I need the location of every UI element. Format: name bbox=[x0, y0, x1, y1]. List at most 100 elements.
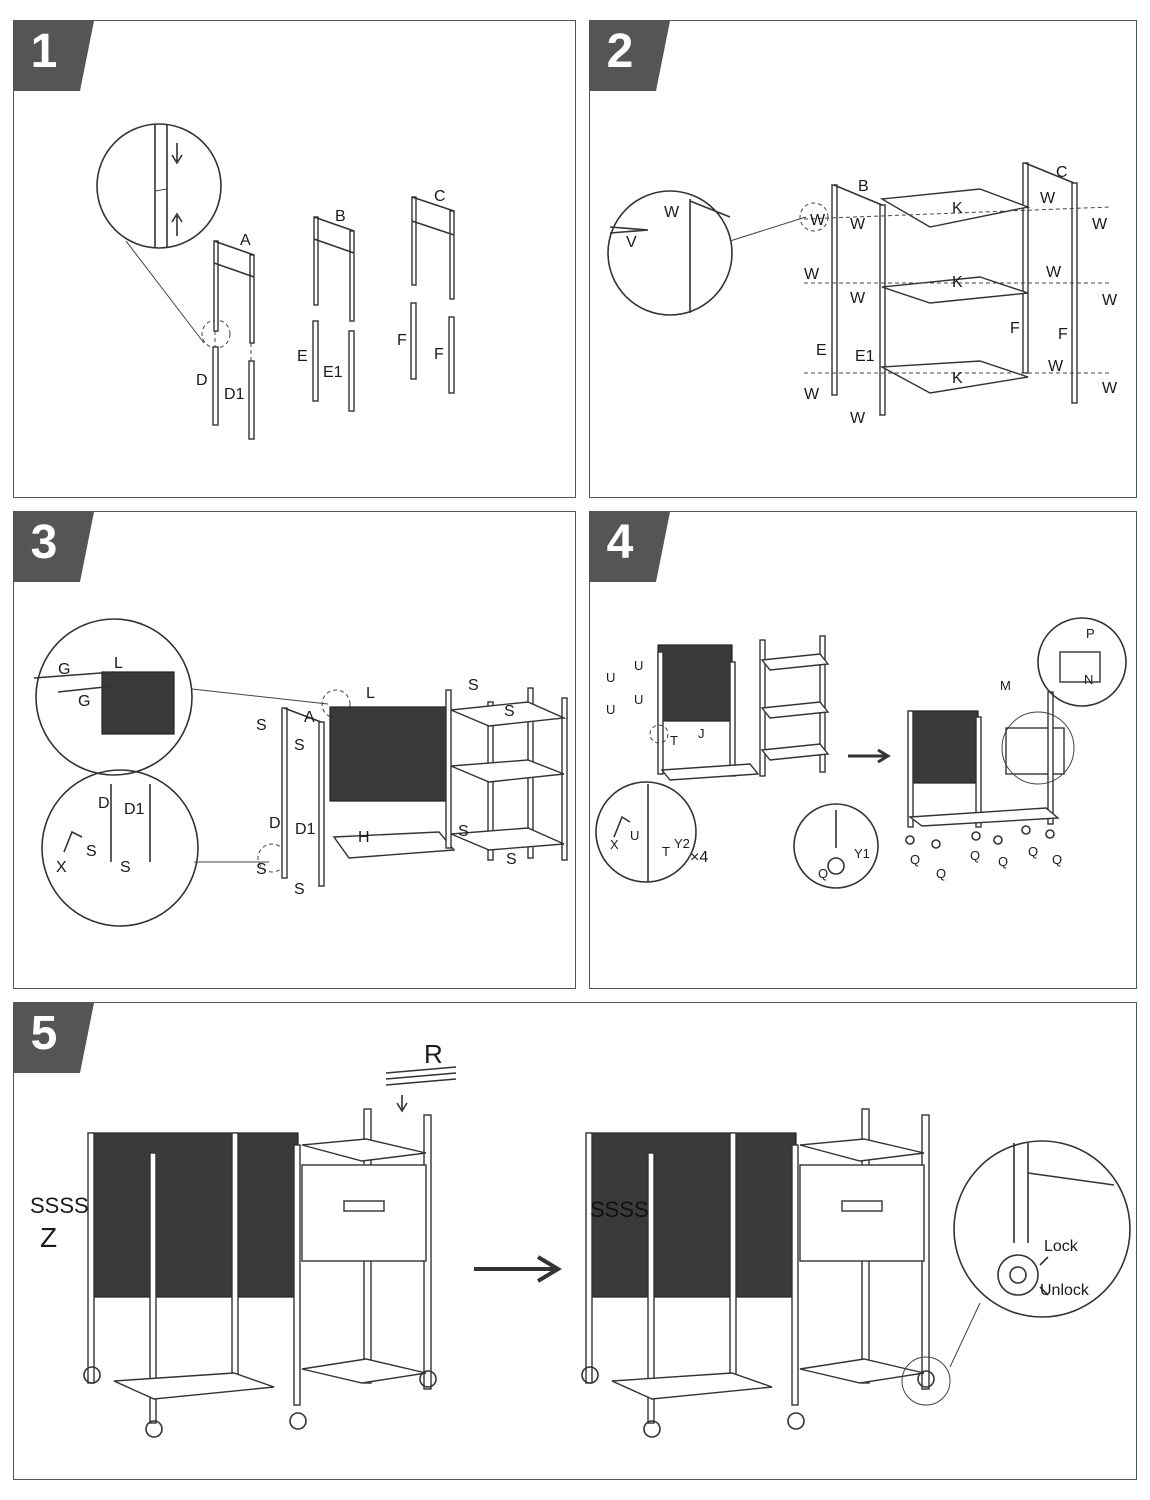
hamper-before bbox=[83, 1108, 437, 1438]
label-j: J bbox=[698, 726, 705, 741]
mesh-basket bbox=[91, 1132, 299, 1298]
label-w: W bbox=[1046, 264, 1062, 281]
step-number: 4 bbox=[606, 516, 634, 569]
drawer-handle bbox=[343, 1200, 385, 1212]
bottom-rack bbox=[332, 831, 456, 859]
step-4-panel: U U U U U T J X T Y2 ×4 M P N Y1 Q Q Q Q… bbox=[589, 511, 1137, 989]
label-x: X bbox=[56, 859, 67, 876]
label-q-zoom: Q bbox=[818, 866, 828, 881]
label-c: C bbox=[434, 188, 446, 205]
label-unlock: Unlock bbox=[1040, 1282, 1090, 1299]
step-3-illustration: G G L L A S S S S S S S S S S D D1 D D1 … bbox=[14, 512, 568, 927]
zoom-caster-circle bbox=[793, 803, 879, 889]
label-w: W bbox=[804, 266, 820, 283]
label-q: Q bbox=[936, 866, 946, 881]
label-s: S bbox=[256, 861, 267, 878]
bottom-rack bbox=[113, 1372, 275, 1400]
label-ssss-installed: SSSS bbox=[590, 1197, 649, 1222]
label-u: U bbox=[634, 658, 643, 673]
mesh-basket-icon bbox=[101, 671, 175, 735]
step-2-illustration: B C K K K W V W W W W W W W W W W W W E … bbox=[590, 21, 1118, 427]
casters bbox=[905, 825, 1055, 849]
zoom-screw-circle bbox=[595, 781, 697, 883]
label-w: W bbox=[804, 386, 820, 403]
label-m: M bbox=[1000, 678, 1011, 693]
label-quantity: ×4 bbox=[690, 849, 708, 866]
label-u-zoom: U bbox=[630, 828, 639, 843]
screwdriver-icon bbox=[609, 226, 649, 234]
label-s: S bbox=[294, 881, 305, 898]
label-s: S bbox=[294, 737, 305, 754]
zoom-basket-circle bbox=[35, 618, 193, 776]
label-lock: Lock bbox=[1044, 1238, 1079, 1255]
partial-assembly bbox=[657, 635, 830, 781]
label-q: Q bbox=[998, 854, 1008, 869]
label-f-left: F bbox=[1010, 320, 1020, 337]
label-s: S bbox=[120, 859, 131, 876]
allen-key-icon bbox=[63, 830, 83, 853]
label-ssss: SSSS bbox=[30, 1193, 89, 1218]
label-b: B bbox=[858, 178, 869, 195]
label-d1: D1 bbox=[295, 821, 316, 838]
step-badge-shape bbox=[14, 21, 94, 91]
label-d-zoom: D bbox=[98, 795, 110, 812]
label-l-zoom: L bbox=[114, 655, 123, 672]
arrow-down-icon bbox=[396, 1095, 408, 1113]
label-k-bottom: K bbox=[952, 370, 963, 387]
arrow-right-icon bbox=[848, 748, 891, 764]
label-x: X bbox=[610, 837, 619, 852]
zoom-rod-circle bbox=[41, 769, 199, 927]
label-q: Q bbox=[1028, 844, 1038, 859]
label-u: U bbox=[606, 670, 615, 685]
mesh-basket bbox=[329, 706, 447, 802]
hamper-frame bbox=[281, 687, 568, 887]
caster-wheel-icon bbox=[827, 857, 845, 875]
step-number: 3 bbox=[30, 516, 58, 569]
label-q: Q bbox=[910, 852, 920, 867]
zoom-lock-circle bbox=[953, 1140, 1131, 1318]
label-s: S bbox=[256, 717, 267, 734]
label-e1: E1 bbox=[855, 348, 875, 365]
label-d: D bbox=[269, 815, 281, 832]
step-number: 5 bbox=[30, 1007, 58, 1060]
label-f-right: F bbox=[434, 346, 444, 363]
label-e1: E1 bbox=[323, 364, 343, 381]
label-g: G bbox=[58, 661, 70, 678]
label-r: R bbox=[424, 1039, 443, 1069]
label-t: T bbox=[670, 733, 678, 748]
label-e: E bbox=[297, 348, 308, 365]
label-w-zoom: W bbox=[664, 204, 680, 221]
label-s: S bbox=[468, 677, 479, 694]
step-2-panel: B C K K K W V W W W W W W W W W W W W E … bbox=[589, 20, 1137, 498]
assembled-hamper bbox=[907, 691, 1065, 828]
label-w: W bbox=[1102, 380, 1118, 397]
label-c: C bbox=[1056, 164, 1068, 181]
label-a: A bbox=[304, 709, 315, 726]
arrow-up-icon bbox=[171, 212, 183, 236]
label-e: E bbox=[816, 342, 827, 359]
label-w: W bbox=[1048, 358, 1064, 375]
caster-wheel-icon bbox=[997, 1254, 1039, 1296]
label-d: D bbox=[196, 372, 208, 389]
arrow-right-icon bbox=[474, 1255, 562, 1283]
step-5-panel: R SSSS Z SSSS Lock Unlock 5 bbox=[13, 1002, 1137, 1480]
label-w: W bbox=[1092, 216, 1108, 233]
frame-b bbox=[312, 216, 355, 412]
label-v: V bbox=[626, 234, 637, 251]
label-w: W bbox=[850, 410, 866, 427]
step-1-illustration: A B C D D1 E E1 F F bbox=[14, 21, 455, 440]
label-q: Q bbox=[1052, 852, 1062, 867]
hamper-after bbox=[581, 1108, 935, 1438]
label-s: S bbox=[504, 703, 515, 720]
label-w: W bbox=[850, 290, 866, 307]
label-w: W bbox=[810, 212, 826, 229]
step-3-panel: G G L L A S S S S S S S S S S D D1 D D1 … bbox=[13, 511, 576, 989]
label-q: Q bbox=[970, 848, 980, 863]
label-s: S bbox=[458, 823, 469, 840]
label-d1: D1 bbox=[224, 386, 245, 403]
zoom-drawer-circle bbox=[1037, 617, 1127, 707]
label-w: W bbox=[1040, 190, 1056, 207]
label-g: G bbox=[78, 693, 90, 710]
mesh-basket bbox=[657, 644, 733, 722]
label-f-right: F bbox=[1058, 326, 1068, 343]
